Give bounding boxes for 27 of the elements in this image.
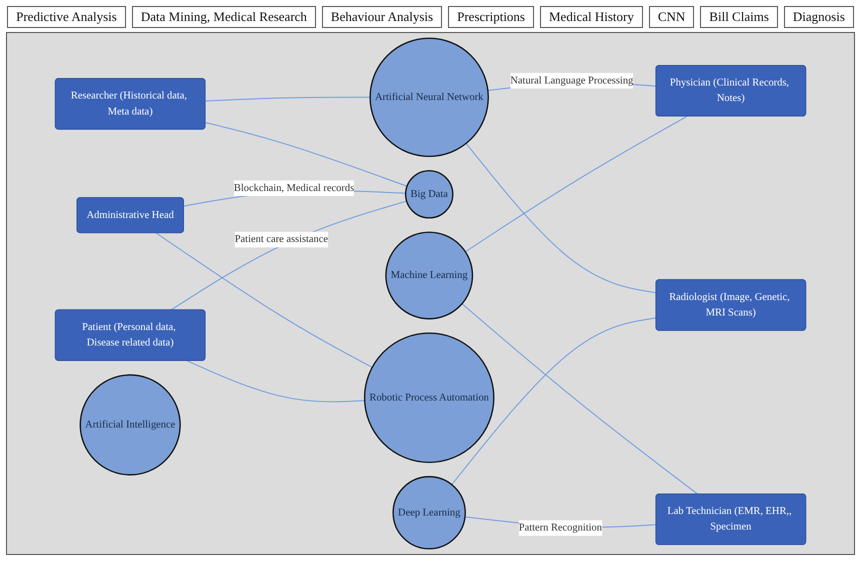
note-label: Bill Claims — [700, 6, 778, 28]
connector — [451, 317, 657, 486]
edge-label: Natural Language Processing — [510, 74, 634, 86]
node-circle: Robotic Process Automation — [364, 332, 494, 463]
node-circle: Artificial Intelligence — [80, 374, 181, 476]
node-circle: Artificial Neural Network — [369, 38, 489, 158]
note-label: Diagnosis — [784, 6, 854, 28]
note-label: Data Mining, Medical Research — [132, 6, 316, 28]
edge-label: Patient care assistance — [234, 234, 328, 245]
note-label: Prescriptions — [448, 6, 534, 28]
edge-label: Pattern Recognition — [518, 522, 602, 534]
connector — [205, 122, 408, 187]
note-label: Predictive Analysis — [7, 6, 126, 28]
note-label: Medical History — [540, 6, 643, 28]
note-label: CNN — [648, 6, 694, 28]
node-circle: Machine Learning — [385, 232, 474, 320]
connector — [205, 96, 371, 102]
edge-label: Blockchain, Medical records — [234, 182, 354, 194]
node-circle: Big Data — [404, 170, 454, 219]
connector — [156, 232, 373, 368]
connector — [466, 142, 657, 294]
connector — [464, 116, 688, 252]
note-label: Behaviour Analysis — [322, 6, 442, 28]
connector — [462, 303, 698, 495]
node-circle: Deep Learning — [392, 476, 466, 550]
connector — [186, 360, 366, 402]
connector — [170, 200, 408, 311]
